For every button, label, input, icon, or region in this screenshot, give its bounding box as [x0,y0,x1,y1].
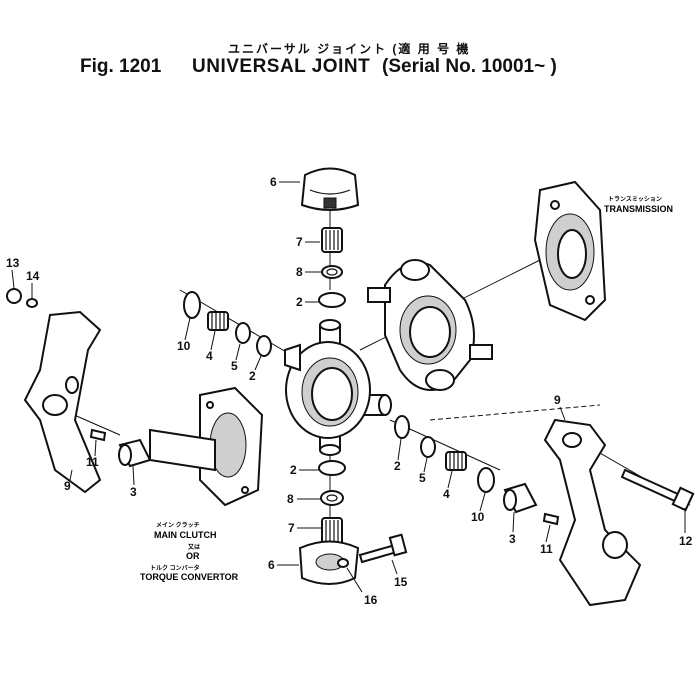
callout: 12 [679,534,693,548]
callout: 7 [296,235,303,249]
callout: 10 [471,510,485,524]
bolt-12 [620,468,695,512]
callout: 16 [364,593,378,607]
nut-13 [6,288,22,304]
figure-number: Fig. 1201 [80,56,162,77]
ring-right [394,415,410,439]
or-label-jp: 又は [187,544,200,551]
callout: 8 [296,265,303,279]
callout: 2 [394,459,401,473]
callout: 13 [6,256,20,270]
callout: 2 [249,369,256,383]
ring-top [318,292,346,308]
main-clutch-label: MAIN CLUTCH [154,530,217,540]
serial-range: (Serial No. 10001~ ) [382,56,557,77]
callout: 15 [394,575,408,589]
seal-bottom [320,490,344,506]
washer-16 [337,558,349,568]
callout: 4 [206,349,213,363]
main-clutch-label-jp: メイン クラッチ [156,521,200,529]
callout: 11 [86,455,99,469]
transmission-label-jp: トランスミッション [608,196,662,203]
main-clutch-flange [149,386,264,507]
snap-ring-left [183,291,201,319]
callout: 10 [177,339,191,353]
callout: 3 [130,485,137,499]
transmission-label: TRANSMISSION [604,204,673,214]
callout: 2 [290,463,297,477]
assembly-labels: トランスミッション TRANSMISSION メイン クラッチ MAIN CLU… [140,196,673,582]
callout: 11 [540,542,553,556]
washer-14 [26,298,38,308]
torque-convertor-label: TORQUE CONVERTOR [140,572,239,582]
figure-title: UNIVERSAL JOINT [192,56,371,77]
bracket-left [23,310,102,494]
callout: 3 [509,532,516,546]
callout: 14 [26,269,40,283]
snap-ring-right [477,467,495,493]
flange-yoke [367,259,493,391]
center-spider-housing [284,319,392,456]
callout: 9 [64,479,71,493]
callout: 9 [554,393,561,407]
seal-right [420,436,436,458]
callout: 6 [268,558,275,572]
needle-bearing-top [321,227,343,253]
needle-bearing-right [445,451,467,471]
seal-top [321,265,343,279]
callout: 5 [419,471,426,485]
callout: 8 [287,492,294,506]
ring-left [256,335,272,357]
bearing-cap-top [300,167,360,211]
needle-bearing-left [207,311,229,331]
callout: 2 [296,295,303,309]
bolt-15 [358,533,408,564]
grease-fitting-left [89,428,107,442]
callout: 6 [270,175,277,189]
torque-convertor-label-jp: トルク コンバータ [150,564,200,572]
dashed-axis-line-right [429,404,601,421]
callout: 4 [443,487,450,501]
seal-left [235,322,251,344]
japanese-title: ユニバーサル ジョイント (適 用 号 機 [228,42,471,56]
transmission-housing [533,180,607,322]
or-label: OR [186,551,200,561]
grease-fitting-right [542,512,560,526]
callout: 5 [231,359,238,373]
part-callouts: 6 7 8 2 13 14 10 4 5 2 11 3 9 [6,175,693,607]
callout: 7 [288,521,295,535]
bearing-cap-bottom [298,540,360,585]
bushing-left [118,438,152,468]
bracket-right [543,418,642,607]
bushing-right [503,482,538,514]
ring-bottom [318,460,346,476]
